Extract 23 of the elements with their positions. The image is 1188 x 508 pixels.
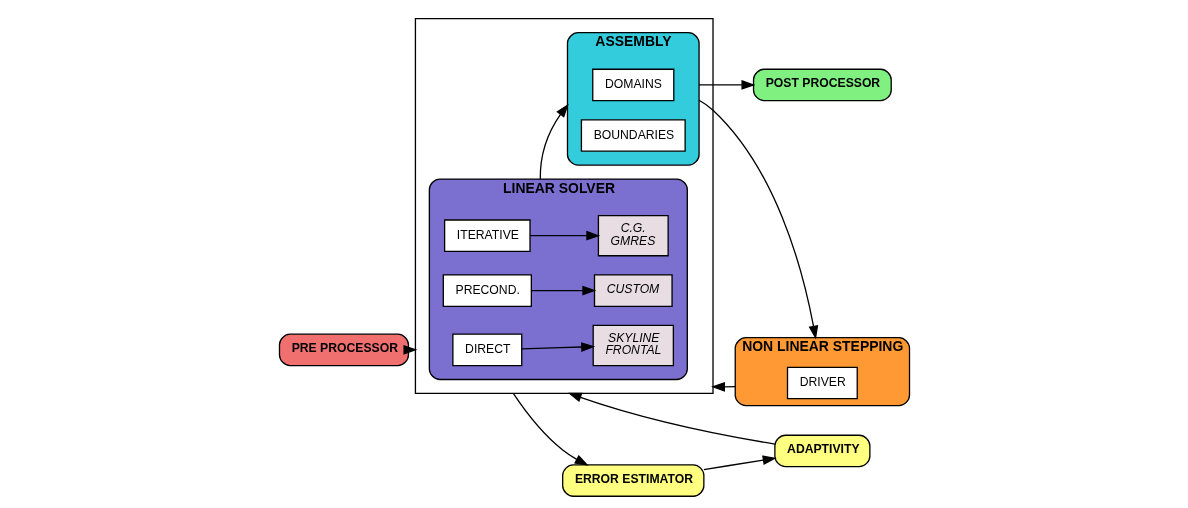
arrow bbox=[520, 342, 595, 352]
node-box: ITERATIVE bbox=[443, 219, 531, 253]
arrow bbox=[567, 392, 775, 445]
node-box: BOUNDARIES bbox=[580, 119, 686, 152]
node-box: C.G. GMRES bbox=[597, 215, 669, 257]
cluster bbox=[414, 18, 714, 395]
arrow bbox=[402, 344, 417, 355]
node-box: CUSTOM bbox=[593, 274, 673, 307]
arrow bbox=[697, 99, 818, 340]
node-box: ADAPTIVITY bbox=[773, 434, 871, 468]
arrow bbox=[512, 392, 589, 466]
node-box: ERROR ESTIMATOR bbox=[561, 464, 704, 497]
node-box: PRECOND. bbox=[442, 274, 532, 307]
node-box: POST PROCESSOR bbox=[752, 68, 892, 102]
arrow bbox=[697, 80, 755, 90]
node-box: DIRECT bbox=[451, 333, 522, 367]
arrow bbox=[702, 455, 777, 471]
arrow bbox=[530, 285, 596, 296]
node-box: SKYLINE FRONTAL bbox=[592, 324, 674, 367]
node-box: DRIVER bbox=[786, 366, 858, 400]
arrow bbox=[529, 230, 600, 241]
arrow bbox=[539, 103, 569, 180]
node-box: DOMAINS bbox=[591, 68, 674, 102]
